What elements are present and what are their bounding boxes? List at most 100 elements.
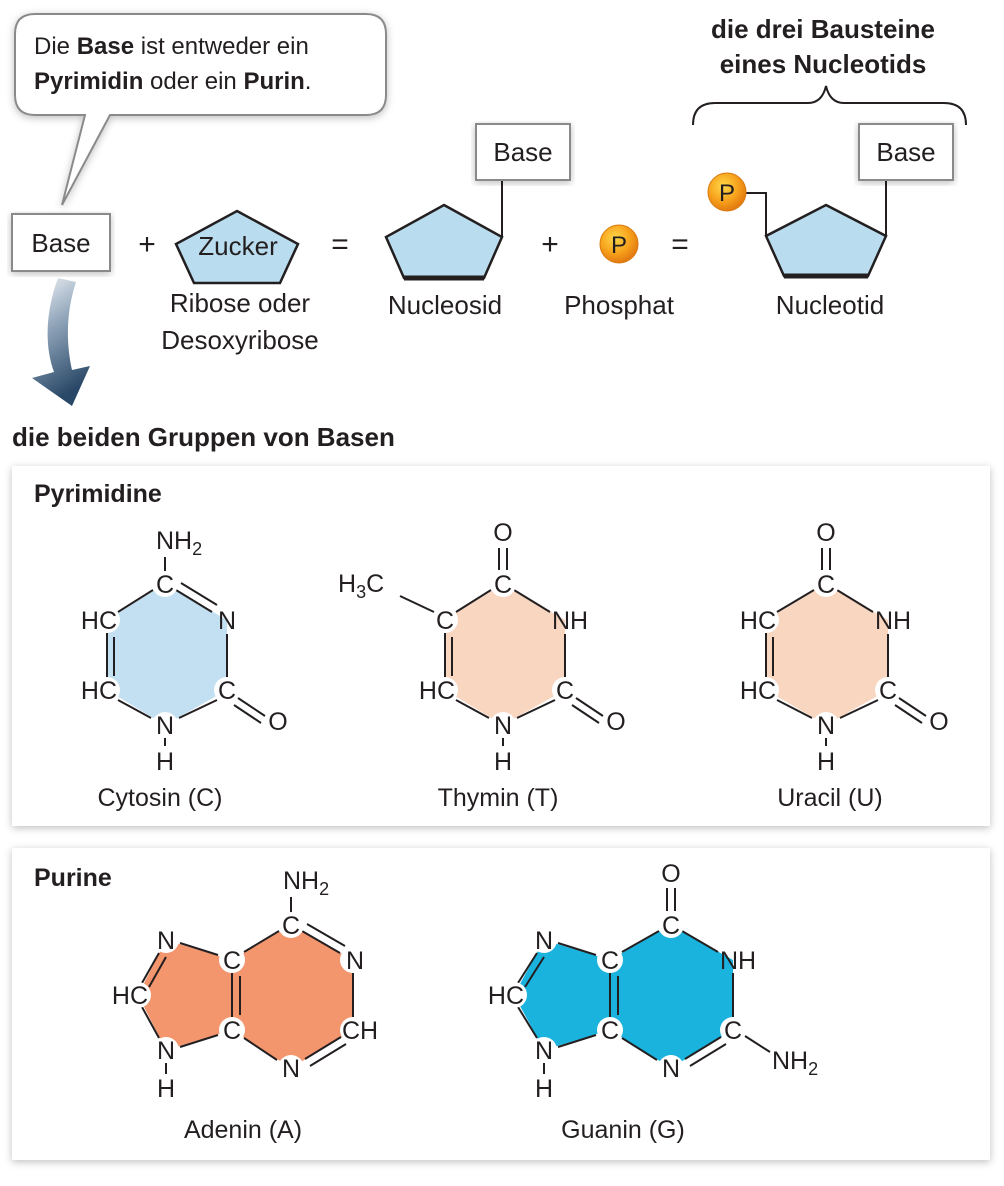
nucleotid-base-label: Base <box>876 137 935 167</box>
uracil-hc-lower: HC <box>740 677 776 705</box>
bausteine-title-2: eines Nucleotids <box>720 49 927 79</box>
uracil-c-right: C <box>879 677 897 705</box>
adenin-hc: HC <box>112 982 148 1010</box>
nucleotid-structure: Base P <box>707 123 954 279</box>
purine-heading: Purine <box>34 864 112 892</box>
thymin-o-right: O <box>606 708 625 736</box>
equals-sign-1: = <box>331 228 349 261</box>
svg-text:NH2: NH2 <box>156 527 202 559</box>
uracil-o-top: O <box>816 519 835 547</box>
guanin-structure: O C N C NH HC C C NH2 N H N <box>488 860 818 1103</box>
svg-text:Pyrimidin oder ein Purin.: Pyrimidin oder ein Purin. <box>34 68 311 95</box>
base-label: Base <box>31 228 90 258</box>
uracil-hc-upper: HC <box>740 607 776 635</box>
guanin-hc: HC <box>488 982 524 1010</box>
uracil-nh: NH <box>875 607 911 635</box>
uracil-structure: O C HC NH HC C O N H <box>740 519 949 776</box>
uracil-n-bottom: N <box>817 712 835 740</box>
cytosin-nh2-sub: 2 <box>192 539 202 559</box>
thymin-o-top: O <box>493 519 512 547</box>
plus-sign-1: + <box>138 228 156 261</box>
cytosin-h: H <box>156 748 174 776</box>
callout-text-1b: Base <box>77 33 134 60</box>
callout-bubble: Die Base ist entweder ein Pyrimidin oder… <box>14 13 387 206</box>
sugar-caption-2: Desoxyribose <box>161 325 319 355</box>
nucleotid-phosphate-symbol: P <box>719 180 735 207</box>
adenin-nh2-sub: 2 <box>319 879 329 899</box>
adenin-c-mid-top: C <box>223 947 241 975</box>
svg-text:NH2: NH2 <box>283 867 329 899</box>
thymin-h: H <box>494 748 512 776</box>
guanin-n-left: N <box>535 927 553 955</box>
bausteine-title-1: die drei Bausteine <box>711 14 935 44</box>
cytosin-n-bottom: N <box>156 712 174 740</box>
guanin-c-right: C <box>724 1017 742 1045</box>
thymin-n-bottom: N <box>494 712 512 740</box>
uracil-h: H <box>817 748 835 776</box>
sugar-caption-1: Ribose oder <box>170 288 311 318</box>
adenin-structure: NH2 C N C N HC C CH N H N <box>112 867 378 1103</box>
svg-text:Die Base ist entweder ein: Die Base ist entweder ein <box>34 33 309 60</box>
callout-text-2c: Purin <box>243 68 304 95</box>
thymin-c-top: C <box>494 571 512 599</box>
cytosin-n-right: N <box>218 607 236 635</box>
thymin-hc: HC <box>419 677 455 705</box>
sugar-pentagon: Zucker <box>174 209 300 285</box>
base-box: Base <box>11 213 111 272</box>
adenin-nh2: NH <box>283 867 319 895</box>
callout-text-1a: Die <box>34 33 77 60</box>
guanin-nh2-sub: 2 <box>808 1059 818 1079</box>
cytosin-hc-lower: HC <box>81 677 117 705</box>
cytosin-c-right: C <box>218 677 236 705</box>
phosphate-caption: Phosphat <box>564 290 675 320</box>
phosphate-ball: P <box>599 224 639 264</box>
adenin-n-bottom-left: N <box>157 1037 175 1065</box>
bausteine-brace <box>692 85 967 126</box>
cytosin-o: O <box>268 708 287 736</box>
nucleosid-base-label: Base <box>493 137 552 167</box>
guanin-o: O <box>661 860 680 888</box>
plus-sign-2: + <box>541 228 559 261</box>
uracil-name: Uracil (U) <box>777 784 883 812</box>
adenin-c-mid-bottom: C <box>223 1017 241 1045</box>
cytosin-hc-upper: HC <box>81 607 117 635</box>
pyrimidine-heading: Pyrimidine <box>34 480 162 508</box>
adenin-c-top: C <box>282 912 300 940</box>
guanin-h: H <box>535 1075 553 1103</box>
nucleosid-structure: Base <box>384 123 571 281</box>
down-arrow-icon <box>32 278 90 406</box>
guanin-name: Guanin (G) <box>561 1116 685 1144</box>
adenin-n-right: N <box>346 947 364 975</box>
uracil-o-right: O <box>929 708 948 736</box>
guanin-n-bottom-left: N <box>535 1037 553 1065</box>
thymin-name: Thymin (T) <box>438 784 559 812</box>
guanin-nh: NH <box>720 947 756 975</box>
equals-sign-2: = <box>671 228 689 261</box>
thymin-structure: O C H3C C NH HC C O N H <box>338 519 626 776</box>
guanin-n-bottom: N <box>662 1055 680 1083</box>
adenin-n-bottom: N <box>282 1055 300 1083</box>
callout-text-1c: ist entweder ein <box>134 33 309 60</box>
adenin-ch: CH <box>342 1017 378 1045</box>
adenin-name: Adenin (A) <box>184 1116 302 1144</box>
sugar-label: Zucker <box>198 231 278 261</box>
thymin-c-left: C <box>436 607 454 635</box>
phosphate-symbol: P <box>611 232 627 259</box>
groups-title: die beiden Gruppen von Basen <box>12 422 395 452</box>
callout-text-2a: Pyrimidin <box>34 68 143 95</box>
adenin-h: H <box>157 1075 175 1103</box>
thymin-h3c-h: H <box>338 570 356 598</box>
guanin-c-mid-bottom: C <box>601 1017 619 1045</box>
thymin-nh: NH <box>552 607 588 635</box>
cytosin-c-top: C <box>156 571 174 599</box>
adenin-n-left: N <box>157 927 175 955</box>
nucleotid-caption: Nucleotid <box>776 290 884 320</box>
cytosin-name: Cytosin (C) <box>97 784 222 812</box>
svg-text:H3C: H3C <box>338 570 384 602</box>
uracil-c-top: C <box>817 571 835 599</box>
thymin-c-right: C <box>556 677 574 705</box>
guanin-nh2: NH <box>772 1047 808 1075</box>
cytosin-nh2: NH <box>156 527 192 555</box>
guanin-c-mid-top: C <box>601 947 619 975</box>
